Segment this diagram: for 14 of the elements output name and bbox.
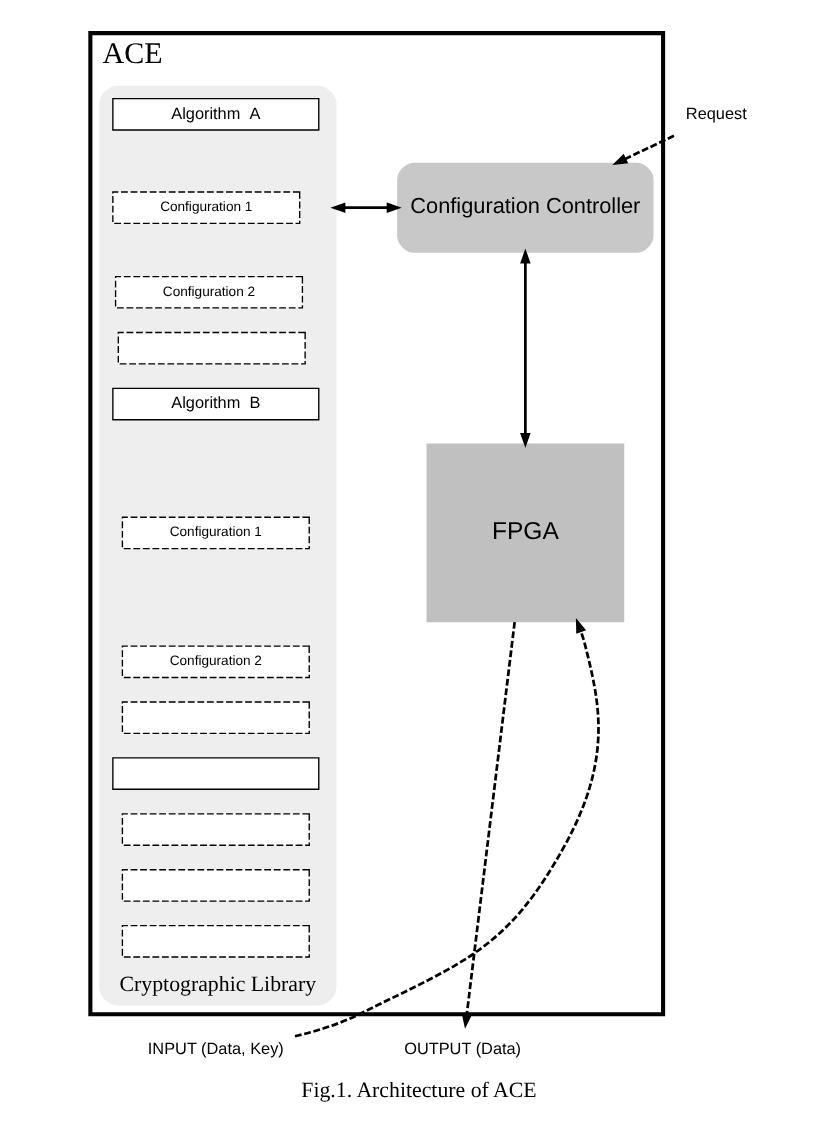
arrow	[293, 617, 599, 1038]
node-box	[111, 757, 319, 790]
arrow	[329, 202, 401, 213]
arrow	[611, 134, 674, 166]
node-box	[120, 925, 309, 958]
caption: Fig.1. Architecture of ACE	[300, 1079, 536, 1104]
node-box: FPGA	[425, 443, 624, 623]
node-box	[120, 701, 309, 735]
node-box	[116, 331, 305, 365]
node-box: Configuration Controller	[396, 162, 653, 253]
node-box	[120, 813, 309, 846]
node-box	[120, 869, 309, 902]
arrow	[460, 621, 515, 1029]
arrow	[519, 248, 530, 449]
